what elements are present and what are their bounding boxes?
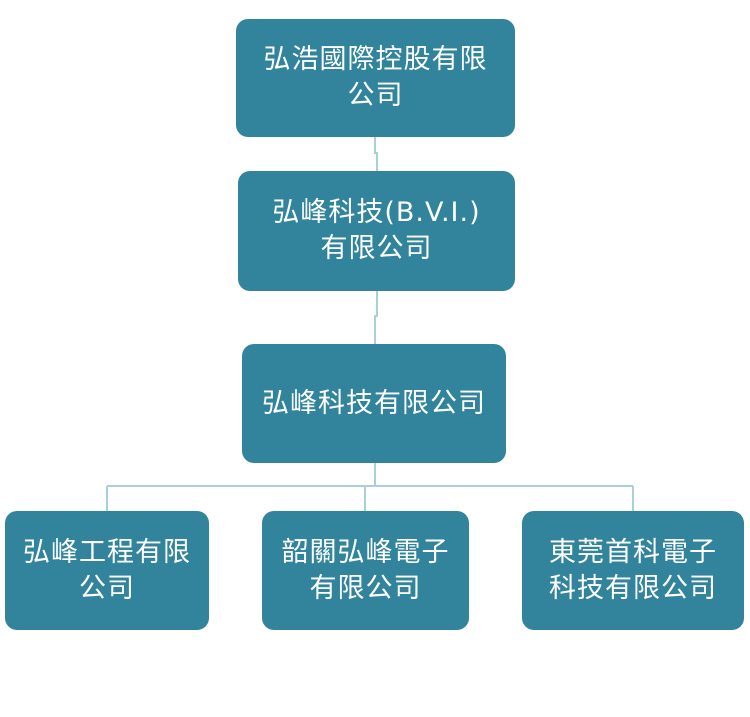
node-subsidiary-shaoguan-label: 韶關弘峰電子有限公司 — [281, 536, 450, 604]
node-subsidiary-engineering-label: 弘峰工程有限公司 — [23, 536, 191, 604]
node-bvi-company: 弘峰科技(B.V.I.) 有限公司 — [238, 171, 515, 291]
node-subsidiary-dongguan: 東莞首科電子科技有限公司 — [522, 511, 744, 630]
connector-l1-l2 — [374, 137, 378, 171]
node-holding-company-label: 弘浩國際控股有限公司 — [263, 44, 488, 111]
node-subsidiary-dongguan-label: 東莞首科電子科技有限公司 — [549, 536, 717, 604]
node-holding-company: 弘浩國際控股有限公司 — [236, 19, 515, 137]
connector-l2-l3 — [374, 291, 378, 344]
node-subsidiary-engineering: 弘峰工程有限公司 — [5, 511, 209, 630]
node-subsidiary-shaoguan: 韶關弘峰電子有限公司 — [262, 511, 469, 630]
node-bvi-company-label: 弘峰科技(B.V.I.) 有限公司 — [272, 197, 481, 264]
node-technology-company: 弘峰科技有限公司 — [242, 344, 506, 463]
connector-group — [106, 137, 634, 511]
node-technology-company-label: 弘峰科技有限公司 — [262, 387, 486, 419]
